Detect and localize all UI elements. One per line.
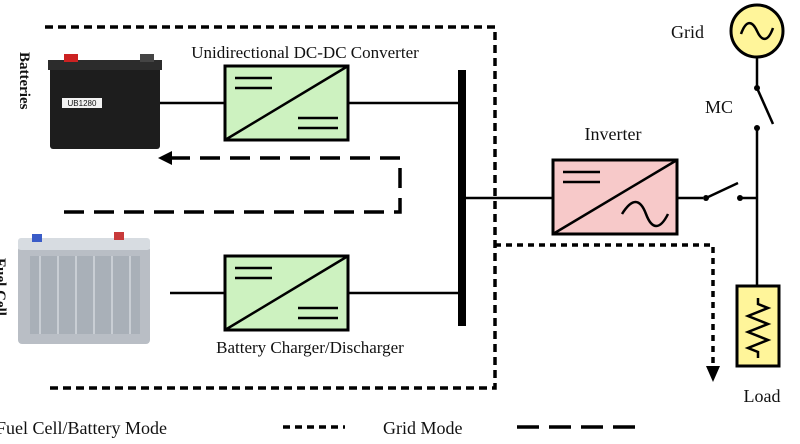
battery-brand-label: UB1280 — [68, 99, 97, 108]
inverter-label: Inverter — [585, 124, 642, 144]
fuel-cell-battery-mode-path — [45, 25, 497, 390]
inverter-block — [551, 158, 679, 236]
grid-mode-arrowhead — [158, 151, 172, 165]
mc-label: MC — [705, 97, 733, 117]
resistor-icon — [735, 284, 781, 368]
legend: Fuel Cell/Battery Mode Grid Mode — [0, 418, 640, 438]
grid-mode-return-path — [55, 156, 402, 214]
grid-label: Grid — [671, 22, 704, 42]
fuel-cell-image — [8, 228, 168, 358]
batteries-label: Batteries — [16, 52, 32, 110]
ac-source-icon — [729, 3, 785, 59]
dc-dc-converter-label: Unidirectional DC-DC Converter — [191, 43, 419, 62]
legend-grid-mode-label: Grid Mode — [383, 418, 463, 438]
mc-switch-icon — [754, 85, 775, 131]
fuel-cell-label: Fuel Cell — [0, 258, 8, 316]
battery-image: UB1280 — [48, 54, 162, 149]
grid-to-load-path — [495, 243, 715, 368]
battery-charger-block — [223, 254, 350, 332]
battery-charger-label: Battery Charger/Discharger — [216, 338, 404, 357]
dc-dc-converter-block — [223, 64, 350, 142]
load-label: Load — [744, 386, 781, 406]
switch-icon — [703, 181, 743, 201]
grid-to-load-arrowhead — [706, 366, 720, 382]
legend-fuel-cell-battery-mode-label: Fuel Cell/Battery Mode — [0, 418, 167, 438]
